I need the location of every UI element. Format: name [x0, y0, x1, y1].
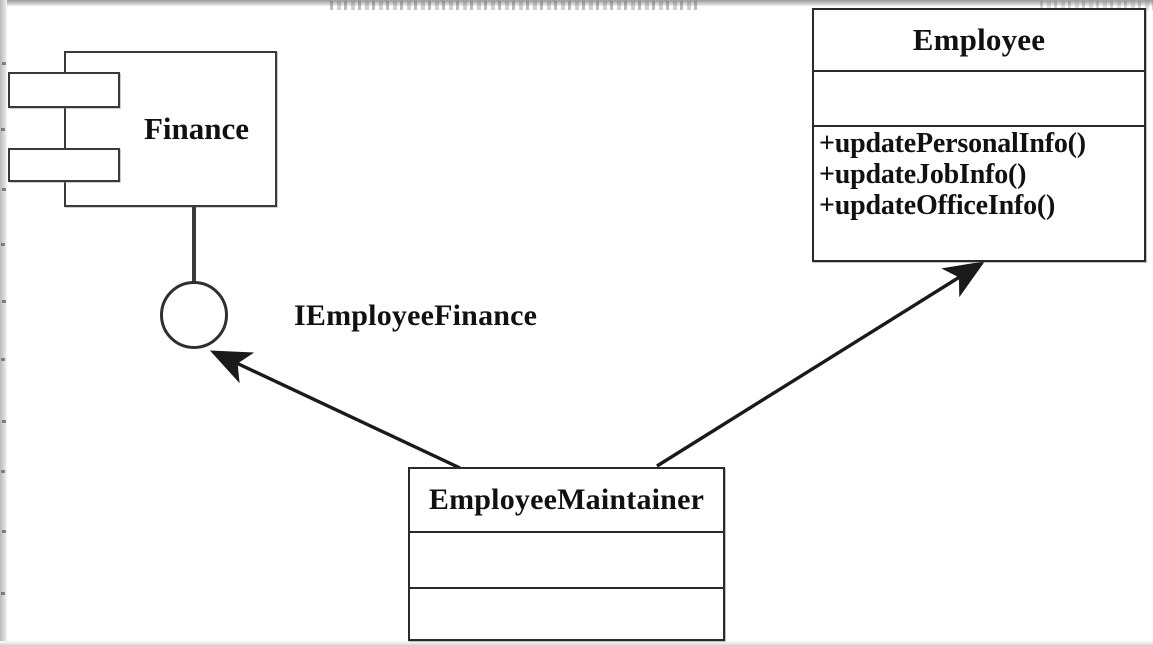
- class-operations-employee: +updatePersonalInfo() +updateJobInfo() +…: [814, 125, 1144, 260]
- operation-item: +updatePersonalInfo(): [819, 128, 1086, 159]
- scan-artifact-text-top-right: [1040, 1, 1153, 10]
- scan-speck: [1, 470, 5, 473]
- scan-speck: [1, 592, 5, 595]
- scan-artifact-text-top: [330, 1, 700, 10]
- arrow-maintainer-to-interface: [209, 350, 461, 470]
- scan-speck: [2, 420, 6, 423]
- component-tab-upper: [8, 72, 120, 108]
- provided-interface-circle-icon[interactable]: [160, 281, 228, 349]
- scan-speck: [1, 243, 5, 246]
- scan-edge-left: [0, 0, 7, 646]
- class-name-employee: Employee: [912, 22, 1046, 57]
- operation-item: +updateOfficeInfo(): [819, 190, 1056, 221]
- scan-speck: [1, 128, 5, 131]
- scan-speck: [2, 300, 6, 303]
- interface-name-label: IEmployeeFinance: [294, 299, 538, 332]
- scan-edge-bottom: [0, 641, 1153, 646]
- component-finance[interactable]: Finance: [0, 45, 290, 215]
- scan-speck: [2, 530, 6, 533]
- class-box-employee-maintainer[interactable]: EmployeeMaintainer: [408, 467, 725, 641]
- class-attributes-employee: [814, 70, 1144, 125]
- component-tab-lower: [8, 148, 120, 182]
- operation-item: +updateJobInfo(): [819, 159, 1027, 190]
- scan-speck: [2, 188, 6, 191]
- class-box-employee[interactable]: Employee +updatePersonalInfo() +updateJo…: [812, 8, 1146, 262]
- scan-edge-top: [0, 0, 1153, 6]
- class-operations-employee-maintainer: [410, 587, 723, 639]
- scan-speck: [2, 62, 6, 65]
- component-name-label: Finance: [143, 111, 250, 146]
- class-name-employee-maintainer: EmployeeMaintainer: [428, 483, 705, 516]
- scan-speck: [1, 358, 5, 361]
- arrow-maintainer-to-employee: [656, 261, 985, 468]
- interface-connector-line: [192, 206, 196, 284]
- class-attributes-employee-maintainer: [410, 531, 723, 587]
